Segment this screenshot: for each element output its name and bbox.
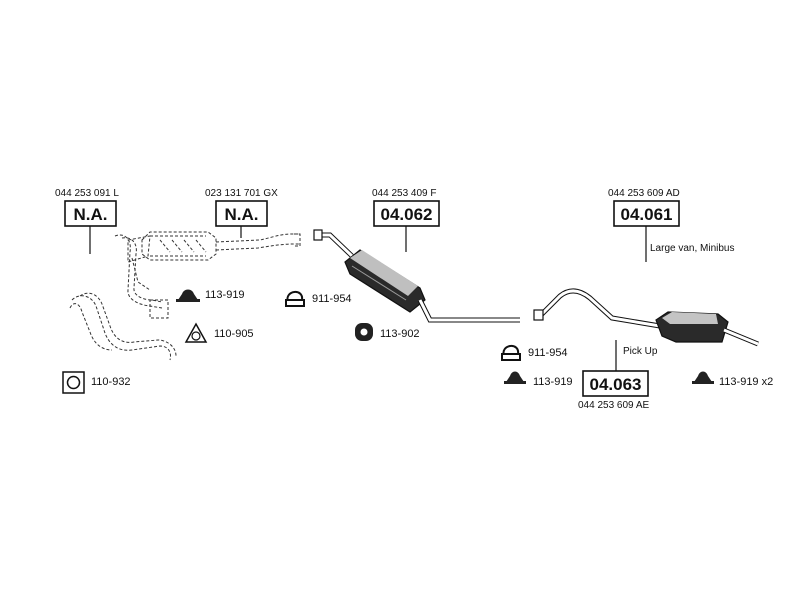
part-code: 04.062	[381, 205, 433, 224]
part-04063-pickup-silencer[interactable]: Pick Up 04.063 044 253 609 AE	[578, 340, 658, 411]
fitting-110-905[interactable]: 110-905	[184, 322, 254, 343]
part-code: 04.063	[590, 375, 642, 394]
application-note: Large van, Minibus	[650, 243, 735, 254]
fitting-110-932[interactable]: 110-932	[62, 371, 131, 394]
part-code: N.A.	[225, 205, 259, 224]
part-ref-label: 023 131 701 GX	[205, 188, 278, 199]
fitting-911-954-2[interactable]: 911-954	[501, 345, 568, 361]
fitting-label: 113-919	[533, 376, 573, 388]
part-code-box	[373, 200, 440, 227]
fitting-label: 110-932	[91, 376, 131, 388]
catalyst-dashed-drawing	[141, 231, 301, 261]
part-code: 04.061	[621, 205, 673, 224]
rear-silencer-drawing	[533, 288, 759, 347]
part-na-front-pipe[interactable]: 044 253 091 L N.A.	[55, 188, 119, 254]
application-note: Pick Up	[623, 346, 658, 357]
part-04061-rear-silencer[interactable]: 044 253 609 AD 04.061 Large van, Minibus	[608, 188, 735, 262]
fitting-113-902[interactable]: 113-902	[355, 323, 420, 341]
fitting-label: 113-902	[380, 328, 420, 340]
part-code-box	[215, 200, 268, 227]
part-code: N.A.	[74, 205, 108, 224]
fitting-label: 113-919	[205, 289, 245, 301]
front-pipe-dashed-drawing	[69, 234, 177, 361]
fitting-label: 113-919 x2	[719, 376, 773, 388]
rubber-hanger-icon	[176, 289, 200, 302]
fitting-label: 911-954	[312, 293, 352, 305]
part-code-box	[582, 370, 649, 397]
fitting-113-919-x2[interactable]: 113-919 x2	[692, 371, 773, 389]
middle-silencer-drawing	[313, 229, 520, 323]
part-04062-middle-silencer[interactable]: 044 253 409 F 04.062	[372, 188, 440, 252]
round-mount-icon	[355, 323, 373, 341]
fitting-113-919-2[interactable]: 113-919	[504, 371, 573, 389]
part-ref-label: 044 253 609 AD	[608, 188, 680, 199]
part-na-catalyst[interactable]: 023 131 701 GX N.A.	[205, 188, 278, 238]
rubber-hanger-icon	[692, 371, 714, 384]
fitting-911-954[interactable]: 911-954	[285, 291, 352, 307]
rubber-hanger-icon	[504, 371, 526, 384]
clamp-icon	[501, 345, 521, 361]
part-ref-label: 044 253 091 L	[55, 188, 119, 199]
part-ref-label: 044 253 609 AE	[578, 400, 650, 411]
part-ref-label: 044 253 409 F	[372, 188, 437, 199]
fitting-113-919[interactable]: 113-919	[176, 289, 245, 302]
triangle-gasket-icon	[184, 322, 208, 343]
square-gasket-icon	[62, 371, 85, 394]
fitting-label: 911-954	[528, 347, 568, 359]
clamp-icon	[285, 291, 305, 307]
fitting-label: 110-905	[214, 328, 254, 340]
